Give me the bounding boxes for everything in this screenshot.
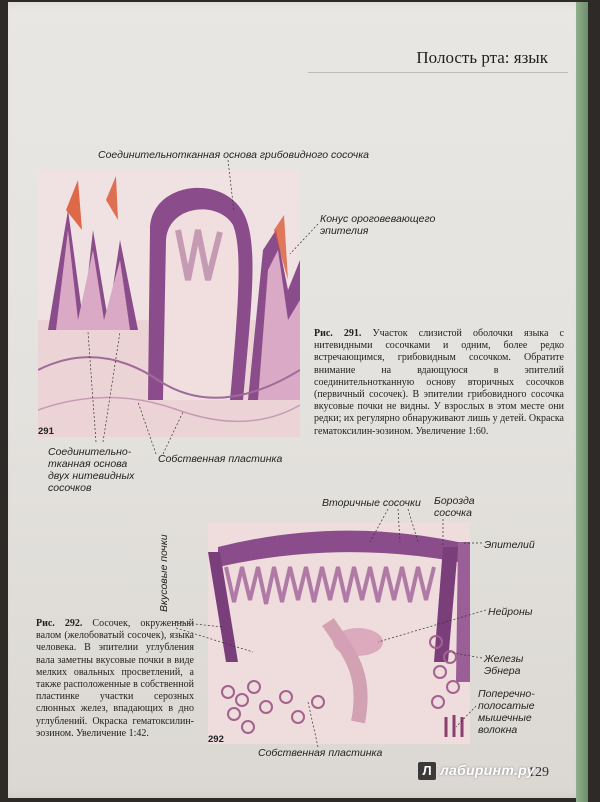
label-secondary-papillae: Вторичные сосочки	[322, 497, 421, 509]
caption-291: Рис. 291. Участок слизистой оболочки язы…	[314, 328, 564, 438]
label-fungiform-base: Соединительнотканная основа грибовидного…	[98, 149, 369, 161]
figure-292-image	[208, 522, 470, 744]
figure-291-number: 291	[38, 426, 54, 437]
label-lamina-291: Собственная пластинка	[158, 453, 283, 465]
label-lamina-292: Собственная пластинка	[258, 747, 383, 759]
figure-292-number: 292	[208, 734, 224, 745]
watermark-logo-icon: Л	[418, 762, 436, 780]
caption-292-text: Сосочек, окруженный валом (желобоватый с…	[36, 618, 194, 739]
label-furrow-1: Борозда	[434, 495, 475, 507]
label-filiform-base-4: сосочков	[48, 482, 92, 494]
caption-291-text: Участок слизистой оболочки языка с нитев…	[314, 328, 564, 437]
page-number: 129	[528, 765, 549, 780]
header-rule	[308, 72, 568, 73]
label-filiform-base-3: двух нитевидных	[48, 470, 135, 482]
book-page: Полость рта: язык 291 Соединительнотканн…	[8, 2, 588, 802]
label-neurons: Нейроны	[488, 606, 533, 618]
label-epithelium: Эпителий	[484, 539, 535, 551]
label-glands-2: Эбнера	[484, 665, 521, 677]
label-cone-2: эпителия	[320, 225, 369, 237]
page-title: Полость рта: язык	[416, 48, 548, 67]
label-furrow-2: сосочка	[434, 507, 472, 519]
label-glands-1: Железы	[484, 653, 524, 665]
caption-292-bold: Рис. 292.	[36, 618, 83, 629]
label-filiform-base-2: тканная основа	[48, 458, 128, 470]
label-muscle-2: полосатые	[478, 700, 535, 712]
page-edge	[576, 2, 588, 802]
figure-291-image	[38, 170, 300, 437]
caption-292: Рис. 292. Сосочек, окруженный валом (жел…	[36, 618, 194, 740]
caption-291-bold: Рис. 291.	[314, 328, 362, 339]
label-filiform-base-1: Соединительно-	[48, 446, 132, 458]
leader-lines	[87, 159, 487, 748]
label-cone-1: Конус ороговевающего	[320, 213, 436, 225]
label-muscle-4: волокна	[478, 724, 518, 736]
label-muscle-1: Поперечно-	[478, 688, 535, 700]
watermark-text: лабиринт.ру	[440, 762, 535, 778]
label-muscle-3: мышечные	[478, 712, 532, 724]
